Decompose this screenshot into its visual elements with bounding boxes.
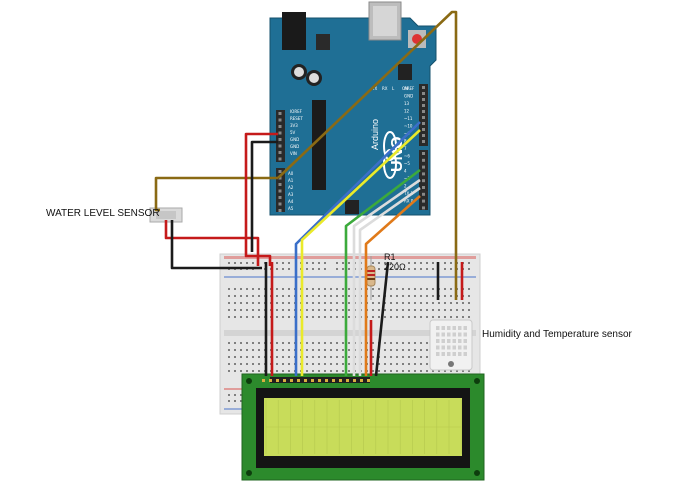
atmega-chip	[312, 100, 326, 190]
arduino-led-label: ON	[402, 86, 408, 91]
arduino-pin-label: 3V3	[290, 123, 298, 128]
arduino-pin-label: VIN	[290, 151, 297, 156]
arduino-digital-label: RX 0	[404, 199, 414, 204]
arduino-digital-label: ~10	[404, 124, 413, 129]
arduino-analog-label: A4	[288, 199, 294, 204]
arduino-led-label: TX	[371, 86, 377, 91]
arduino-pin-label: RESET	[290, 116, 303, 121]
arduino-digital-label: GND	[404, 94, 413, 99]
wire-lcd-d5	[352, 178, 421, 376]
arduino-analog-label: A5	[288, 206, 294, 211]
wire-lcd-d6	[358, 186, 421, 376]
wire-sensor-vcc	[164, 220, 260, 266]
arduino-analog-label: A1	[288, 178, 294, 183]
arduino-led-label: RX	[382, 86, 388, 91]
arduino-analog-label: A3	[288, 192, 294, 197]
wires	[154, 10, 464, 377]
arduino-pin-label: IOREF	[290, 109, 303, 114]
power-jack	[282, 12, 306, 50]
arduino-digital-label: 12	[404, 109, 410, 114]
wire-sensor-gnd	[170, 220, 262, 270]
voltage-regulator	[316, 34, 330, 50]
arduino-digital-label: ~11	[404, 116, 413, 121]
lcd-module	[241, 373, 485, 481]
arduino-led-label: L	[392, 86, 395, 91]
arduino-analog-label: A0	[288, 171, 294, 176]
arduino-digital-label: 2	[404, 184, 407, 189]
arduino-digital-label: 8	[404, 139, 407, 144]
arduino-digital-label: 13	[404, 101, 410, 106]
wire-lcd-rs	[294, 121, 421, 376]
wire-lcd-d4	[344, 168, 421, 376]
digital-header-high	[419, 84, 428, 146]
wire-lcd-d7	[364, 195, 421, 376]
wire-dht-signal	[277, 10, 458, 300]
arduino-pin-label: GND	[290, 137, 299, 142]
arduino-digital-label: ~5	[404, 161, 410, 166]
power-header	[276, 110, 285, 162]
arduino-digital-label: TX 1	[403, 191, 413, 196]
resistor-r1	[366, 256, 376, 300]
arduino-logo-brand: Arduino	[370, 119, 380, 150]
arduino-digital-label: ~6	[404, 154, 410, 159]
wire-gnd	[250, 140, 278, 252]
wire-backlight	[374, 261, 390, 377]
arduino-pin-label: 5V	[290, 130, 296, 135]
resistor-value-label: 220Ω	[384, 262, 406, 272]
water-sensor-label: WATER LEVEL SENSOR	[46, 208, 160, 219]
wire-lcd-en	[300, 129, 421, 376]
arduino-digital-label: 7	[404, 146, 407, 151]
arduino-digital-label: AREF	[404, 86, 415, 91]
humidity-sensor-label: Humidity and Temperature sensor	[482, 329, 632, 340]
dht-sensor	[429, 319, 473, 371]
arduino-uno-board: Arduino UNO IOREFRESET3V35VGNDGNDVINA0A1…	[269, 1, 437, 216]
wire-5v	[244, 132, 278, 266]
arduino-analog-label: A2	[288, 185, 294, 190]
arduino-pin-label: GND	[290, 144, 299, 149]
resistor-ref-label: R1	[384, 252, 396, 262]
capacitor	[294, 67, 304, 77]
wire-sensor-signal	[154, 176, 278, 212]
arduino-digital-label: 4	[404, 169, 407, 174]
